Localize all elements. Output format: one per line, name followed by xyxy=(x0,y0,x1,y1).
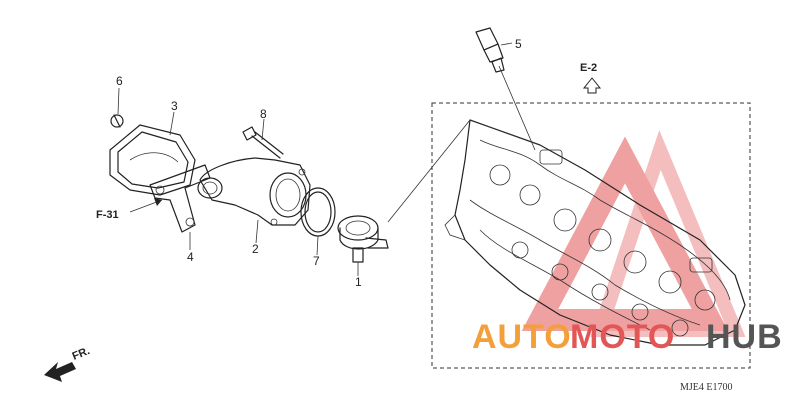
callout-5: 5 xyxy=(515,37,522,51)
sensor-part-5 xyxy=(475,27,536,151)
callout-1: 1 xyxy=(355,275,362,289)
assembly-leader-line xyxy=(387,119,541,223)
bolt-part-8 xyxy=(242,118,284,159)
f31-reference-label: F-31 xyxy=(96,209,119,221)
engine-boundary-box xyxy=(431,102,751,369)
front-direction-indicator: FR. xyxy=(44,345,92,382)
cylinder-head-drawing xyxy=(444,119,746,346)
callout-3: 3 xyxy=(171,99,178,113)
oring-part-7 xyxy=(300,187,336,256)
callout-4: 4 xyxy=(187,250,194,264)
watermark-auto: AUTO xyxy=(472,318,572,356)
cover-part-3 xyxy=(109,111,196,196)
callout-6: 6 xyxy=(116,74,123,88)
drawing-code: MJE4 E1700 xyxy=(680,382,733,393)
watermark-text: AUTO MOTO HUB xyxy=(472,318,783,356)
callout-2: 2 xyxy=(252,242,259,256)
e2-reference-label: E-2 xyxy=(580,62,597,74)
f31-reference-arrow xyxy=(129,198,163,213)
bolt-part-6 xyxy=(110,87,124,128)
thermostat-part-1 xyxy=(337,215,389,276)
housing-part-2 xyxy=(197,157,311,244)
callout-8: 8 xyxy=(260,107,267,121)
bracket-part-4 xyxy=(149,164,211,250)
up-arrow-icon xyxy=(582,77,602,94)
front-arrow-icon xyxy=(44,362,76,382)
front-label: FR. xyxy=(71,345,92,363)
callout-7: 7 xyxy=(313,254,320,268)
watermark-logo xyxy=(521,130,746,337)
watermark-moto: MOTO xyxy=(570,318,675,356)
watermark-hub: HUB xyxy=(706,318,783,356)
e2-reference: E-2 xyxy=(580,62,602,94)
